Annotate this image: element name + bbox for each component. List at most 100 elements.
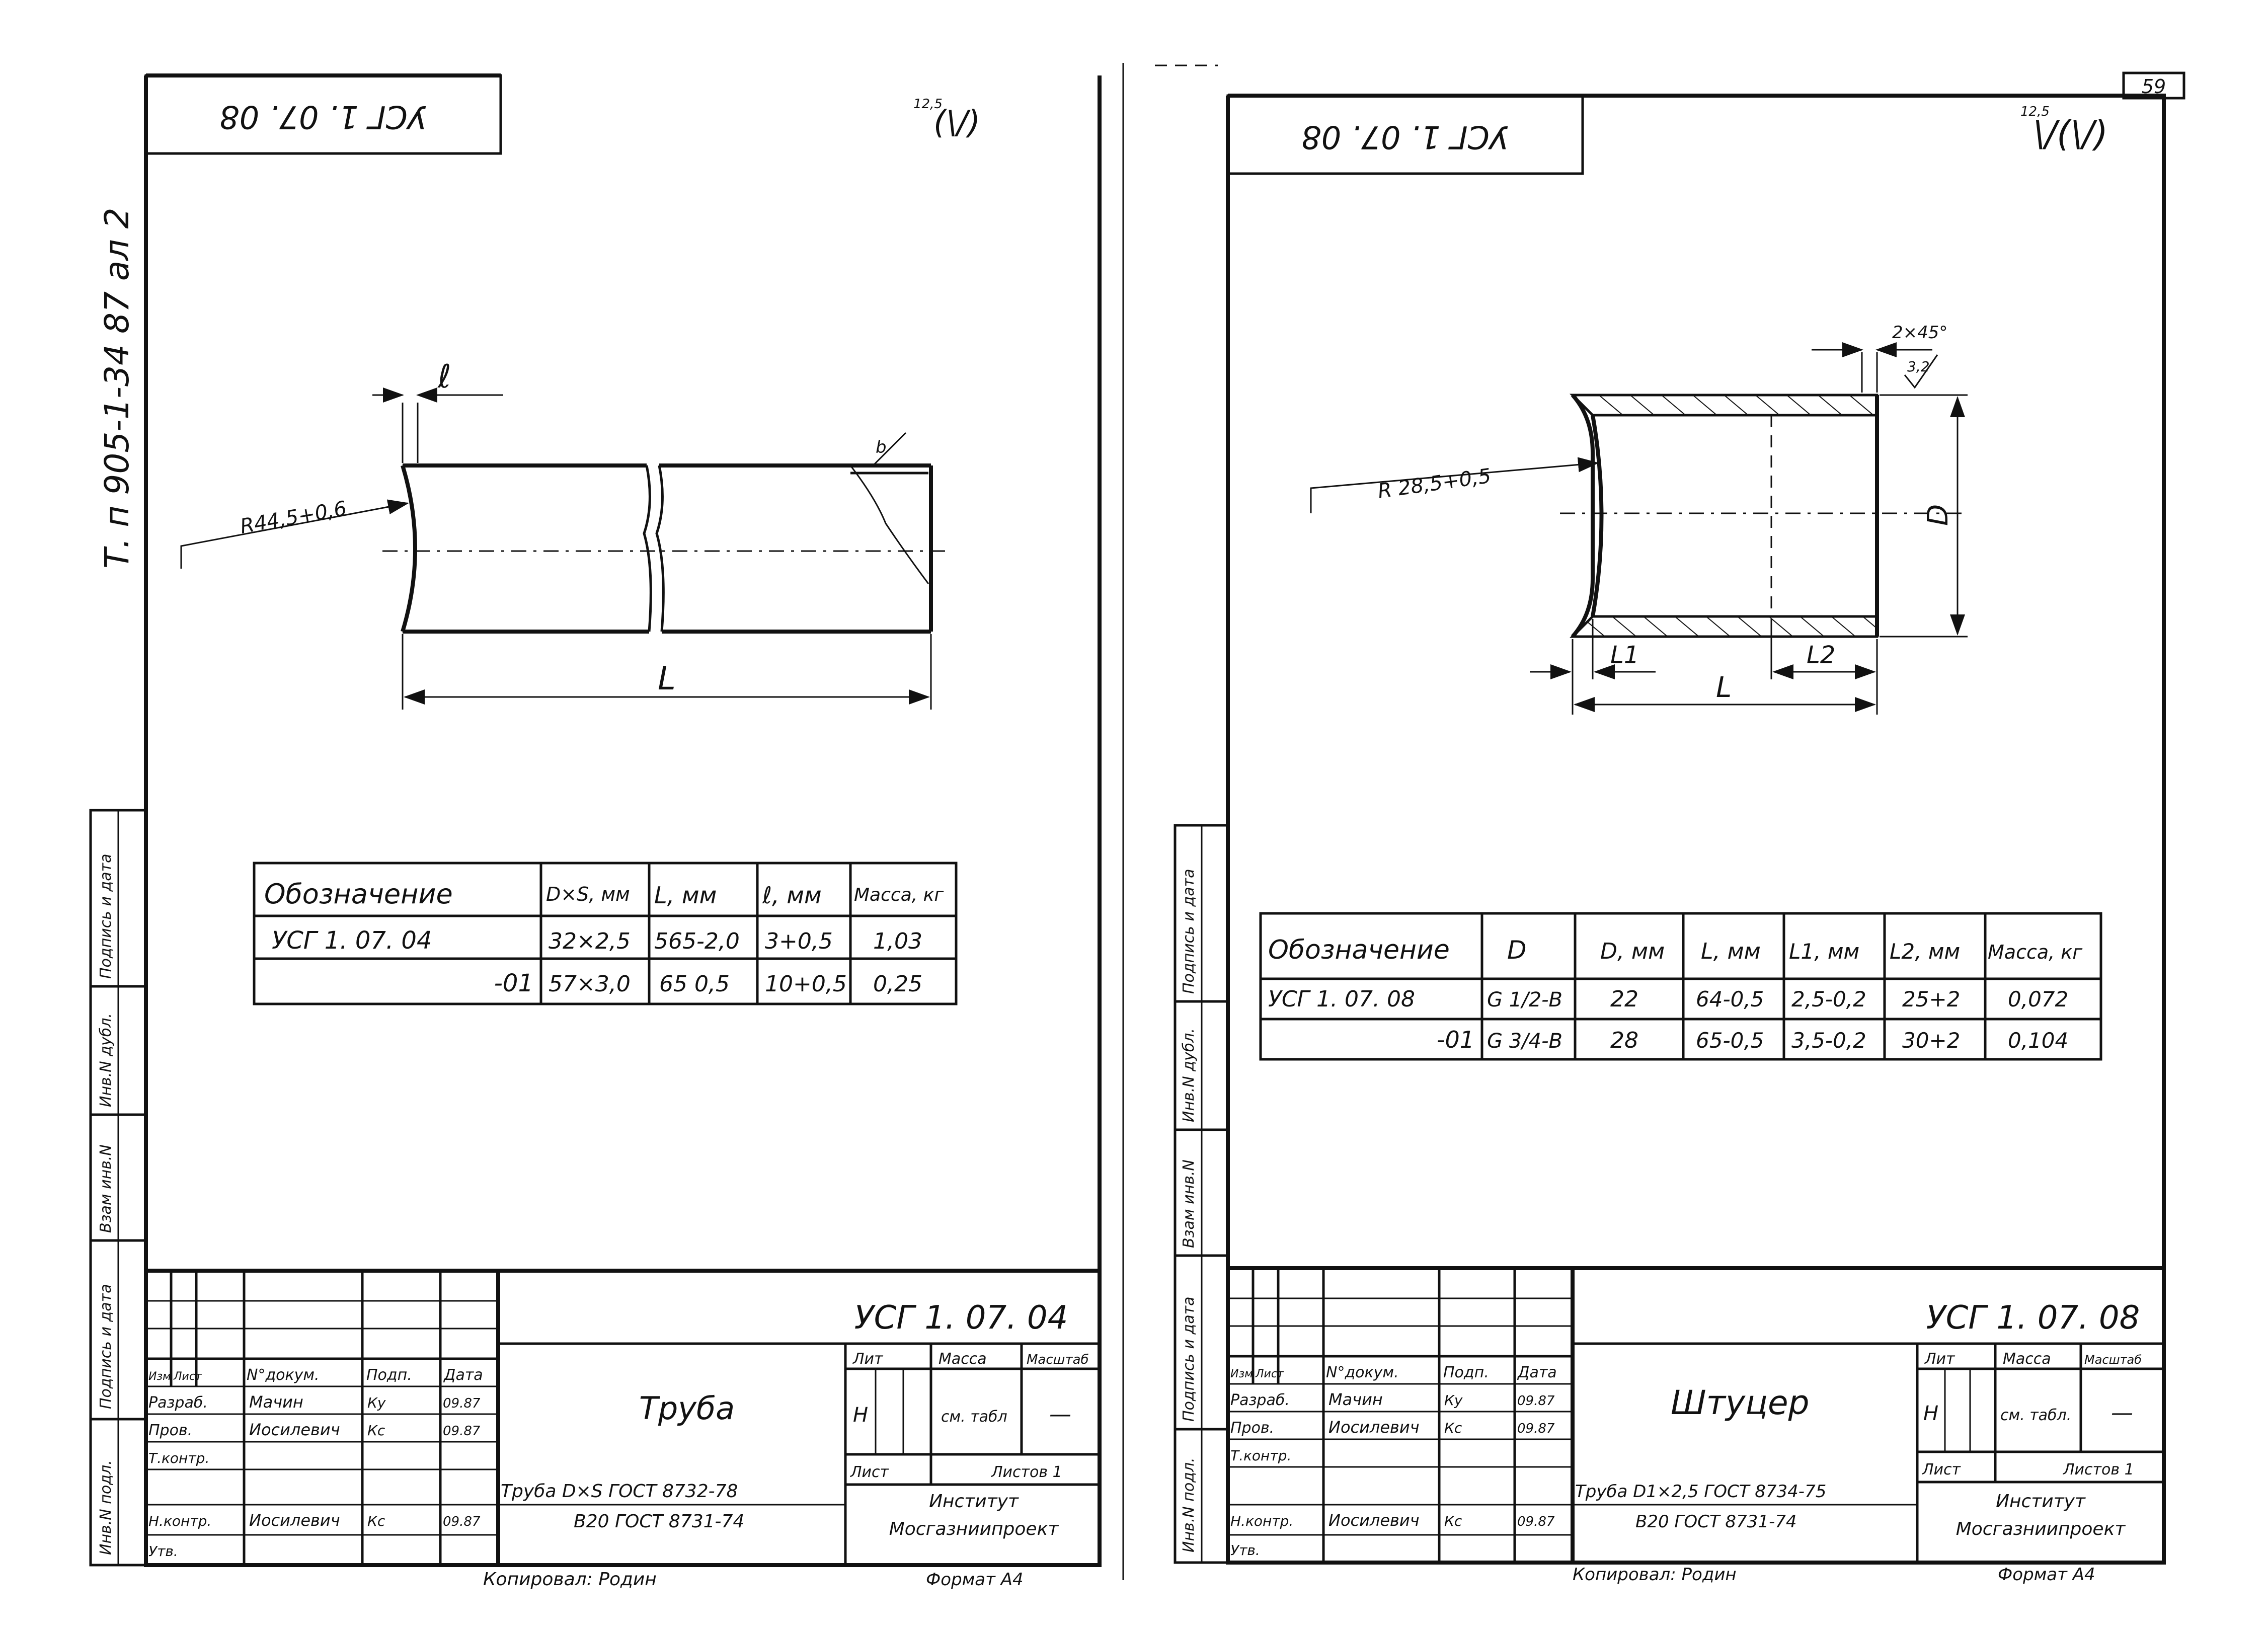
left-cell-0-1: 32×2,5 bbox=[549, 928, 631, 954]
right-tb-sheet-label: Лист bbox=[1922, 1461, 1962, 1479]
right-side-label-1: Инв.N подл. bbox=[1180, 1457, 1198, 1552]
left-th-0: Обозначение bbox=[264, 878, 453, 910]
right-side-label-5: Подпись и дата bbox=[1180, 869, 1198, 994]
right-title-block: УСГ 1. 07. 08 Штуцер Труба D1×2,5 ГОСТ 8… bbox=[1228, 1266, 2164, 1585]
right-th-2: D, мм bbox=[1600, 939, 1665, 964]
left-sheet: УСГ 1. 07. 08 12,5 (\/) Инв.N подл. Подп… bbox=[89, 73, 1102, 1590]
right-cell-1-0: -01 bbox=[1437, 1026, 1474, 1053]
left-rotated-code: УСГ 1. 07. 08 bbox=[219, 99, 426, 135]
right-fitting-drawing: 2×45° 3,2 D R 28,5+0,5 L1 L2 L bbox=[1310, 323, 1968, 715]
page-number: 59 bbox=[2142, 75, 2166, 98]
right-tb-sign-1: Кс bbox=[1444, 1420, 1462, 1436]
left-tb-name: Труба bbox=[639, 1390, 735, 1427]
page-number-box bbox=[2122, 71, 2185, 100]
side-doc-code: Т. п 905-1-34 87 ал 2 bbox=[98, 207, 136, 569]
left-tb-scale-value: — bbox=[1049, 1402, 1071, 1427]
right-cell-1-2: 28 bbox=[1610, 1028, 1638, 1053]
right-tb-role-1: Пров. bbox=[1230, 1419, 1274, 1437]
left-th-1: D×S, мм bbox=[546, 883, 630, 905]
left-tb-sign-4: Кс bbox=[367, 1513, 385, 1529]
right-tb-mass-value: см. табл. bbox=[2000, 1407, 2071, 1424]
left-format: Формат А4 bbox=[926, 1570, 1024, 1590]
right-cell-1-6: 0,104 bbox=[2008, 1028, 2068, 1053]
left-tb-sheets-label: Листов 1 bbox=[991, 1463, 1062, 1481]
right-chamfer-rough: 3,2 bbox=[1907, 358, 1930, 375]
left-tb-institute-1: Институт bbox=[929, 1491, 1019, 1512]
left-side-label-5: Подпись и дата bbox=[97, 854, 115, 979]
left-tb-sign-0: Ку bbox=[367, 1394, 386, 1411]
left-cell-1-1: 57×3,0 bbox=[549, 971, 631, 997]
left-cell-0-4: 1,03 bbox=[873, 928, 922, 954]
left-chamfer-mark: b bbox=[876, 437, 887, 457]
left-frame bbox=[144, 75, 1102, 1567]
right-roughness-value: 12,5 bbox=[2020, 104, 2050, 119]
right-th-6: Масса, кг bbox=[1988, 941, 2083, 963]
right-side-label-3: Взам инв.N bbox=[1180, 1159, 1198, 1248]
right-sheet: 59 УСГ 1. 07. 08 12,5 \/(\/) Инв.N подл.… bbox=[1174, 71, 2185, 1585]
left-th-2: L, мм bbox=[654, 882, 717, 909]
left-tb-role-2: Т.контр. bbox=[148, 1450, 209, 1466]
right-tb-lit-label: Лит bbox=[1924, 1350, 1956, 1368]
right-cell-1-1: G 3/4-B bbox=[1487, 1030, 1562, 1053]
right-side-label-4: Инв.N дубл. bbox=[1180, 1028, 1198, 1122]
right-tb-sheets-label: Листов 1 bbox=[2063, 1461, 2134, 1479]
left-tb-sign-1: Кс bbox=[367, 1422, 385, 1439]
left-tb-scale-label: Масштаб bbox=[1027, 1352, 1089, 1367]
right-dim-L1: L1 bbox=[1610, 641, 1639, 669]
left-th-3: ℓ, мм bbox=[762, 882, 822, 909]
right-side-label-2: Подпись и дата bbox=[1180, 1297, 1198, 1422]
left-param-table: Обозначение D×S, мм L, мм ℓ, мм Масса, к… bbox=[253, 862, 958, 1005]
left-cell-0-2: 565-2,0 bbox=[654, 928, 740, 954]
left-tb-col-3: Подп. bbox=[366, 1366, 412, 1384]
left-tb-role-4: Н.контр. bbox=[148, 1513, 211, 1529]
left-side-label-1: Инв.N подл. bbox=[97, 1460, 115, 1555]
right-tb-role-2: Т.контр. bbox=[1230, 1447, 1291, 1464]
right-tb-date-0: 09.87 bbox=[1517, 1393, 1555, 1409]
left-radius-label: R44,5+0,6 bbox=[239, 497, 349, 538]
right-tb-name-0: Мачин bbox=[1328, 1390, 1383, 1409]
left-tb-role-0: Разраб. bbox=[148, 1394, 208, 1412]
right-rotated-code: УСГ 1. 07. 08 bbox=[1301, 119, 1508, 155]
right-param-table: Обозначение D D, мм L, мм L1, мм L2, мм … bbox=[1259, 912, 2102, 1061]
right-roughness-mark: \/(\/) bbox=[2033, 113, 2108, 154]
right-tb-institute-2: Мосгазниипроект bbox=[1956, 1519, 2126, 1539]
right-radius-label: R 28,5+0,5 bbox=[1376, 464, 1493, 503]
left-cell-0-0: УСГ 1. 07. 04 bbox=[272, 926, 432, 955]
right-tb-date-1: 09.87 bbox=[1517, 1421, 1555, 1436]
left-tb-date-1: 09.87 bbox=[443, 1424, 481, 1439]
right-tb-col-0: Изм bbox=[1230, 1368, 1253, 1380]
right-tb-col-3: Подп. bbox=[1443, 1364, 1489, 1381]
right-cell-0-6: 0,072 bbox=[2008, 987, 2068, 1012]
right-tb-date-4: 09.87 bbox=[1517, 1514, 1555, 1529]
left-tb-role-5: Утв. bbox=[148, 1543, 178, 1560]
left-tb-lit-label: Лит bbox=[852, 1350, 884, 1368]
left-tb-name-4: Иосилевич bbox=[249, 1511, 340, 1530]
left-tb-mass-value: см. табл bbox=[941, 1408, 1007, 1426]
right-copied: Копировал: Родин bbox=[1573, 1565, 1737, 1585]
left-tb-sheet-label: Лист bbox=[850, 1463, 890, 1481]
left-cell-1-2: 65 0,5 bbox=[659, 971, 730, 997]
left-tb-date-0: 09.87 bbox=[443, 1396, 481, 1411]
right-format: Формат А4 bbox=[1998, 1565, 2095, 1585]
right-dim-L2: L2 bbox=[1807, 641, 1835, 669]
right-tb-col-2: N°докум. bbox=[1326, 1364, 1399, 1381]
right-tb-sign-0: Ку bbox=[1444, 1392, 1463, 1409]
left-tb-institute-2: Мосгазниипроект bbox=[889, 1519, 1059, 1539]
right-cell-0-5: 25+2 bbox=[1902, 987, 1960, 1012]
right-tb-institute-1: Институт bbox=[1996, 1491, 2086, 1512]
left-pipe-drawing: b ℓ R44,5+0,6 L bbox=[180, 358, 951, 710]
right-cell-0-1: G 1/2-B bbox=[1487, 988, 1562, 1012]
right-dim-D: D bbox=[1922, 504, 1954, 526]
right-cell-1-4: 3,5-0,2 bbox=[1791, 1028, 1866, 1053]
right-tb-designation: УСГ 1. 07. 08 bbox=[1926, 1299, 2140, 1337]
left-tb-designation: УСГ 1. 07. 04 bbox=[854, 1299, 1068, 1337]
right-th-0: Обозначение bbox=[1268, 935, 1450, 965]
left-roughness-value: 12,5 bbox=[913, 97, 943, 112]
right-tb-col-1: Лист bbox=[1255, 1368, 1284, 1380]
left-tb-name-1: Иосилевич bbox=[249, 1420, 340, 1439]
left-code-box bbox=[144, 74, 502, 155]
right-tb-scale-label: Масштаб bbox=[2084, 1353, 2142, 1367]
left-tb-col-0: Изм bbox=[148, 1370, 171, 1383]
left-tb-col-4: Дата bbox=[443, 1366, 483, 1384]
